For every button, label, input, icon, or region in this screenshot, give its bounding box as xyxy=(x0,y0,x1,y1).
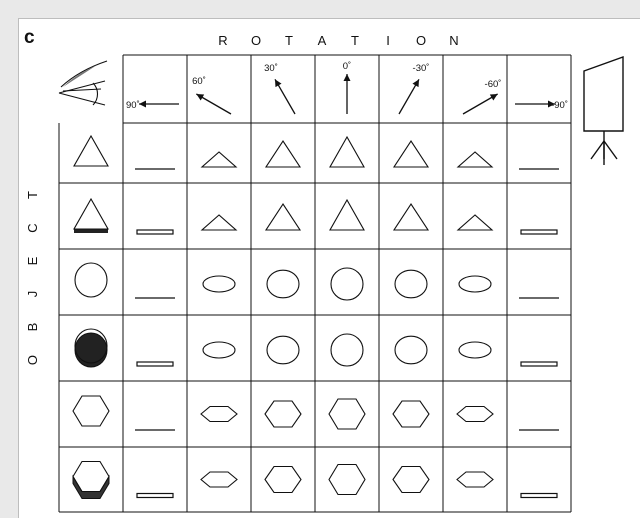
object-letter: O xyxy=(25,355,40,365)
projection-cell xyxy=(202,215,236,230)
angle-label: 60˚ xyxy=(192,76,206,87)
projection-cell xyxy=(329,465,365,495)
projection-cell xyxy=(393,401,429,427)
diagram-grid xyxy=(59,55,571,512)
angle-label: 90˚ xyxy=(126,100,140,111)
projection-cell xyxy=(393,467,429,493)
projection-cell xyxy=(267,336,299,364)
projection-cell xyxy=(458,215,492,230)
rotation-letter: R xyxy=(218,33,227,48)
projection-cell xyxy=(202,152,236,167)
projection-screen-icon xyxy=(584,57,623,165)
solid-triangle-object xyxy=(74,199,108,233)
projection-cell xyxy=(459,276,491,292)
object-letter: J xyxy=(25,291,40,298)
figure-panel-c: c R O T A T I O N O B J E C T 90˚ 60˚ 30˚ 0˚ -30˚ -60˚ -90… xyxy=(18,18,640,518)
rotation-letter: O xyxy=(416,33,426,48)
projection-cell xyxy=(331,268,363,300)
angle-label: -60˚ xyxy=(485,79,502,90)
panel-label: c xyxy=(24,27,35,48)
projection-cell xyxy=(457,407,493,422)
projection-cell xyxy=(137,494,173,498)
projection-cell xyxy=(330,137,364,167)
rotation-header-row: 90˚ 60˚ 30˚ 0˚ -30˚ -60˚ -90˚ xyxy=(126,61,568,114)
projection-cell xyxy=(329,399,365,429)
projection-cell xyxy=(267,270,299,298)
projection-cell xyxy=(521,230,557,234)
projection-cell xyxy=(330,200,364,230)
flat-hexagon-object xyxy=(73,396,109,426)
projection-cell xyxy=(394,141,428,167)
flat-triangle-object xyxy=(74,136,108,166)
projection-cell xyxy=(265,401,301,427)
angle-label: 30˚ xyxy=(264,63,278,74)
projection-cell xyxy=(201,472,237,487)
rotation-letter: N xyxy=(449,33,458,48)
projection-cell xyxy=(458,152,492,167)
object-axis-label: O B J E C T xyxy=(25,191,40,365)
object-letter: E xyxy=(25,256,40,265)
projection-cell xyxy=(395,270,427,298)
eye-icon xyxy=(59,61,107,105)
object-letter: C xyxy=(25,223,40,232)
projection-cell xyxy=(266,141,300,167)
solid-hexagon-object xyxy=(73,462,109,499)
rotation-object-diagram: c R O T A T I O N O B J E C T 90˚ 60˚ 30˚ 0˚ -30˚ -60˚ -90… xyxy=(19,19,640,518)
rotation-letter: A xyxy=(318,33,327,48)
projection-cell xyxy=(201,407,237,422)
projection-cell xyxy=(459,342,491,358)
projection-cells xyxy=(135,137,559,498)
object-letter: B xyxy=(25,323,40,332)
angle-label: 0˚ xyxy=(343,61,351,72)
rotation-letter: T xyxy=(285,33,293,48)
projection-cell xyxy=(137,230,173,234)
object-letter: T xyxy=(25,191,40,199)
rotation-letter: O xyxy=(251,33,261,48)
projection-cell xyxy=(266,204,300,230)
projection-cell xyxy=(394,204,428,230)
projection-cell xyxy=(137,362,173,366)
projection-cell xyxy=(521,362,557,366)
projection-cell xyxy=(331,334,363,366)
rotation-letter: T xyxy=(351,33,359,48)
projection-cell xyxy=(521,494,557,498)
projection-cell xyxy=(203,276,235,292)
projection-cell xyxy=(395,336,427,364)
angle-label: -30˚ xyxy=(413,63,430,74)
object-column xyxy=(73,136,109,499)
projection-cell xyxy=(265,467,301,493)
projection-cell xyxy=(203,342,235,358)
rotation-letter: I xyxy=(386,33,390,48)
angle-label: -90˚ xyxy=(551,100,568,111)
flat-circle-object xyxy=(75,263,107,297)
projection-cell xyxy=(457,472,493,487)
solid-circle-object xyxy=(75,329,107,367)
